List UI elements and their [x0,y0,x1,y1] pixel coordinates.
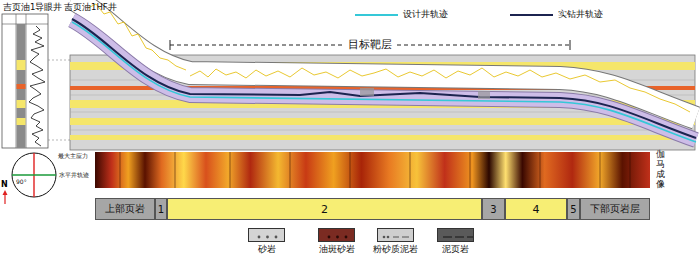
stress-label: 最大主应力 [58,152,88,159]
swatch-pattern [249,230,285,242]
legend-text: 油斑砂岩 [319,244,355,255]
swatch-pattern [319,230,355,242]
legend-text: 砂岩 [258,244,276,255]
legend-text: 泥页岩 [442,244,469,255]
north-mark: N [1,180,8,190]
interval-band: 1 [155,198,167,220]
interval-band: 4 [505,198,567,220]
interval-band: 2 [167,198,482,220]
legend-text: 粉砂质泥岩 [373,244,418,255]
legend-swatch [248,228,285,242]
interval-band: 5 [567,198,580,220]
interval-label: 5 [570,204,576,215]
interval-label: 4 [533,203,540,216]
legend-text: 实钻井轨迹 [558,9,603,20]
interval-label: 下部页岩层 [590,202,640,216]
interval-label: 1 [158,204,164,215]
well-name: 吉页油1HF井 [64,2,117,12]
interval-label: 3 [490,204,496,215]
image-label: 伽马成像 [656,150,665,190]
trajectory-label: 水平井轨迹 [59,171,89,178]
legend-text: 设计井轨迹 [403,9,448,20]
target-label: 目标靶层 [346,38,394,51]
swatch-pattern [438,230,474,242]
legend-swatch [318,228,355,242]
angle-label: 90° [16,178,27,185]
interval-label: 2 [321,203,328,216]
well-name: 吉页油1导眼井 [3,2,62,12]
interval-band: 下部页岩层 [580,198,650,220]
interval-band: 3 [482,198,505,220]
legend-swatch [437,228,474,242]
interval-label: 上部页岩 [105,202,145,216]
legend-swatch [377,228,414,242]
interval-band: 上部页岩 [95,198,155,220]
swatch-pattern [378,230,414,242]
